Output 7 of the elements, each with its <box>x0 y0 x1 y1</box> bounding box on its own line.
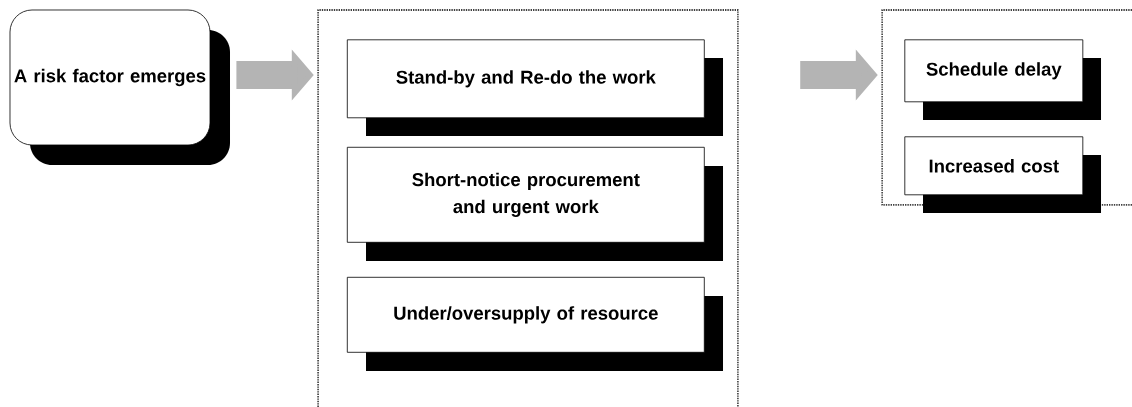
shadowed-box: Increased cost <box>904 136 1101 213</box>
shadowed-box: Stand-by and Re-do the work <box>346 39 723 136</box>
rounded-box: A risk factor emerges <box>9 9 230 165</box>
shadowed-box: Short-notice procurement and urgent work <box>346 146 723 261</box>
shadowed-box: Schedule delay <box>904 39 1101 120</box>
shadowed-box: Under/oversupply of resource <box>346 276 723 371</box>
dotted-group-frame <box>317 9 739 407</box>
